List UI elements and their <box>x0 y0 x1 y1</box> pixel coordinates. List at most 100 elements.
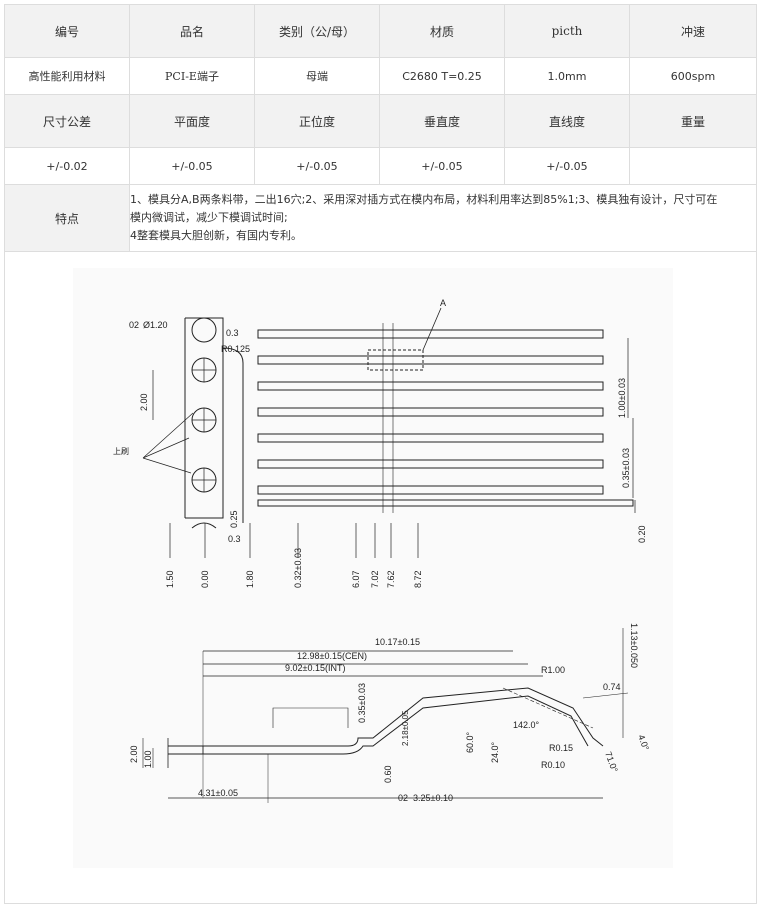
header-cell: picth <box>504 4 630 58</box>
top-view-labels: 02 Ø1.20 0.3 R0.125 A 上刷 2.00 1.00±0.03 … <box>113 298 647 588</box>
terminal-pin <box>257 433 604 443</box>
header-row-1: 编号 品名 类别（公/母） 材质 picth 冲速 <box>4 4 757 58</box>
dim-label-035: 0.35±0.03 <box>357 683 367 723</box>
features-line: 模内微调试，减少下模调试时间; <box>130 211 288 224</box>
dim-label-1017: 10.17±0.15 <box>375 637 420 647</box>
bottom-dim: 7.02 <box>370 570 380 588</box>
bottom-dim-lines <box>169 523 419 558</box>
dim-ext-lines <box>202 651 269 803</box>
header-cell: 材质 <box>379 4 505 58</box>
terminal-pins <box>257 307 634 513</box>
bottom-dim: 8.72 <box>413 570 423 588</box>
value-cell: 1.0mm <box>504 57 630 95</box>
terminal-profile-top <box>168 687 604 747</box>
guide-label: 上刷 <box>113 447 129 456</box>
header-cell: 品名 <box>129 4 255 58</box>
value-cell: PCI-E端子 <box>129 57 255 95</box>
dim-ext <box>272 707 349 728</box>
value-row-1: 高性能利用材料 PCI-E端子 母端 C2680 T=0.25 1.0mm 60… <box>4 57 757 95</box>
hole-tag-label: 02 <box>129 320 139 330</box>
dim-label-060: 0.60 <box>383 765 393 783</box>
tag-02-label: 02 <box>398 793 408 803</box>
terminal-pin <box>257 407 604 417</box>
features-row: 特点 1、模具分A,B两条料带，二出16穴;2、采用深对插方式在模内布局，材料利… <box>4 184 757 252</box>
header-cell: 编号 <box>4 4 130 58</box>
tag-03-label: 0.3 <box>226 328 239 338</box>
header-cell: 正位度 <box>254 94 380 148</box>
terminal-pin <box>257 329 604 339</box>
top-view <box>142 307 636 558</box>
terminal-pin <box>257 485 604 495</box>
side-dim-2: 0.35±0.03 <box>621 448 631 488</box>
bottom-dim: 1.80 <box>245 570 255 588</box>
side-dim-3: 0.20 <box>637 525 647 543</box>
radius-label-015: R0.15 <box>549 743 573 753</box>
dim-label-074: 0.74 <box>603 682 621 692</box>
bottom-dim: 1.50 <box>165 570 175 588</box>
bottom-dim: 0.32±0.03 <box>293 548 303 588</box>
header-cell: 类别（公/母） <box>254 4 380 58</box>
value-cell: C2680 T=0.25 <box>379 57 505 95</box>
terminal-pin <box>257 459 604 469</box>
detail-a-leader <box>422 307 442 351</box>
bottom-dim: 6.07 <box>351 570 361 588</box>
hole-dia-label: Ø1.20 <box>143 320 168 330</box>
header-row-2: 尺寸公差 平面度 正位度 垂直度 直线度 重量 <box>4 94 757 148</box>
radius-label: R0.125 <box>221 344 250 354</box>
tag-025-label: 0.25 <box>229 510 239 528</box>
detail-a-label: A <box>440 298 446 308</box>
value-row-2: +/-0.02 +/-0.05 +/-0.05 +/-0.05 +/-0.05 <box>4 147 757 185</box>
tag-03b-label: 0.3 <box>228 534 241 544</box>
radius-label-010: R0.10 <box>541 760 565 770</box>
value-cell: 高性能利用材料 <box>4 57 130 95</box>
header-cell: 直线度 <box>504 94 630 148</box>
drawing-background <box>73 268 673 868</box>
drawing-svg: 02 Ø1.20 0.3 R0.125 A 上刷 2.00 1.00±0.03 … <box>73 268 673 868</box>
side-view-labels: 10.17±0.15 12.98±0.15(CEN) 9.02±0.15(INT… <box>129 623 651 803</box>
side-view <box>142 628 629 803</box>
features-text: 1、模具分A,B两条料带，二出16穴;2、采用深对插方式在模内布局，材料利用率达… <box>129 184 757 252</box>
value-cell: +/-0.05 <box>129 147 255 185</box>
terminal-pin <box>257 499 634 507</box>
features-label: 特点 <box>4 184 130 252</box>
features-line: 1、模具分A,B两条料带，二出16穴;2、采用深对插方式在模内布局，材料利用率达… <box>130 193 718 206</box>
header-cell: 尺寸公差 <box>4 94 130 148</box>
dim-label-431: 4.31±0.05 <box>198 788 238 798</box>
dim-label-113: 1.13±0.050 <box>629 623 639 668</box>
header-cell: 平面度 <box>129 94 255 148</box>
value-cell: +/-0.05 <box>504 147 630 185</box>
value-cell: +/-0.05 <box>254 147 380 185</box>
value-cell: 600spm <box>629 57 757 95</box>
dim-label-1298: 12.98±0.15(CEN) <box>297 651 367 661</box>
header-cell: 重量 <box>629 94 757 148</box>
pilot-hole-partial <box>191 522 217 529</box>
terminal-profile-bottom <box>168 695 589 755</box>
dim-label-200: 2.00 <box>129 745 139 763</box>
angle-arc <box>502 687 594 729</box>
bottom-dim: 0.00 <box>200 570 210 588</box>
side-dim-1: 1.00±0.03 <box>617 378 627 418</box>
terminal-pin <box>257 355 604 365</box>
features-line: 4整套模具大胆创新，有国内专利。 <box>130 229 303 242</box>
radius-label-100: R1.00 <box>541 665 565 675</box>
dim-label-100: 1.00 <box>143 750 153 768</box>
side-dim-lines <box>627 338 636 513</box>
bottom-dim: 7.62 <box>386 570 396 588</box>
hole-centerlines <box>192 358 216 492</box>
dim-label-60: 60.0° <box>465 731 475 753</box>
header-cell: 冲速 <box>629 4 757 58</box>
left-dim-lines <box>142 738 154 768</box>
dim-line-074 <box>582 692 629 699</box>
dim-label-142: 142.0° <box>513 720 540 730</box>
guide-arrows <box>142 412 194 474</box>
dim-label-24: 24.0° <box>490 741 500 763</box>
pilot-hole <box>191 317 217 343</box>
detail-a-box <box>367 349 424 371</box>
value-cell <box>629 147 757 185</box>
pitch-label: 2.00 <box>139 393 149 411</box>
dim-label-218: 2.18±0.05 <box>401 710 410 746</box>
dim-label-902: 9.02±0.15(INT) <box>285 663 345 673</box>
value-cell: 母端 <box>254 57 380 95</box>
pin-marks <box>382 323 394 513</box>
dim-label-325: 3.25±0.10 <box>413 793 453 803</box>
